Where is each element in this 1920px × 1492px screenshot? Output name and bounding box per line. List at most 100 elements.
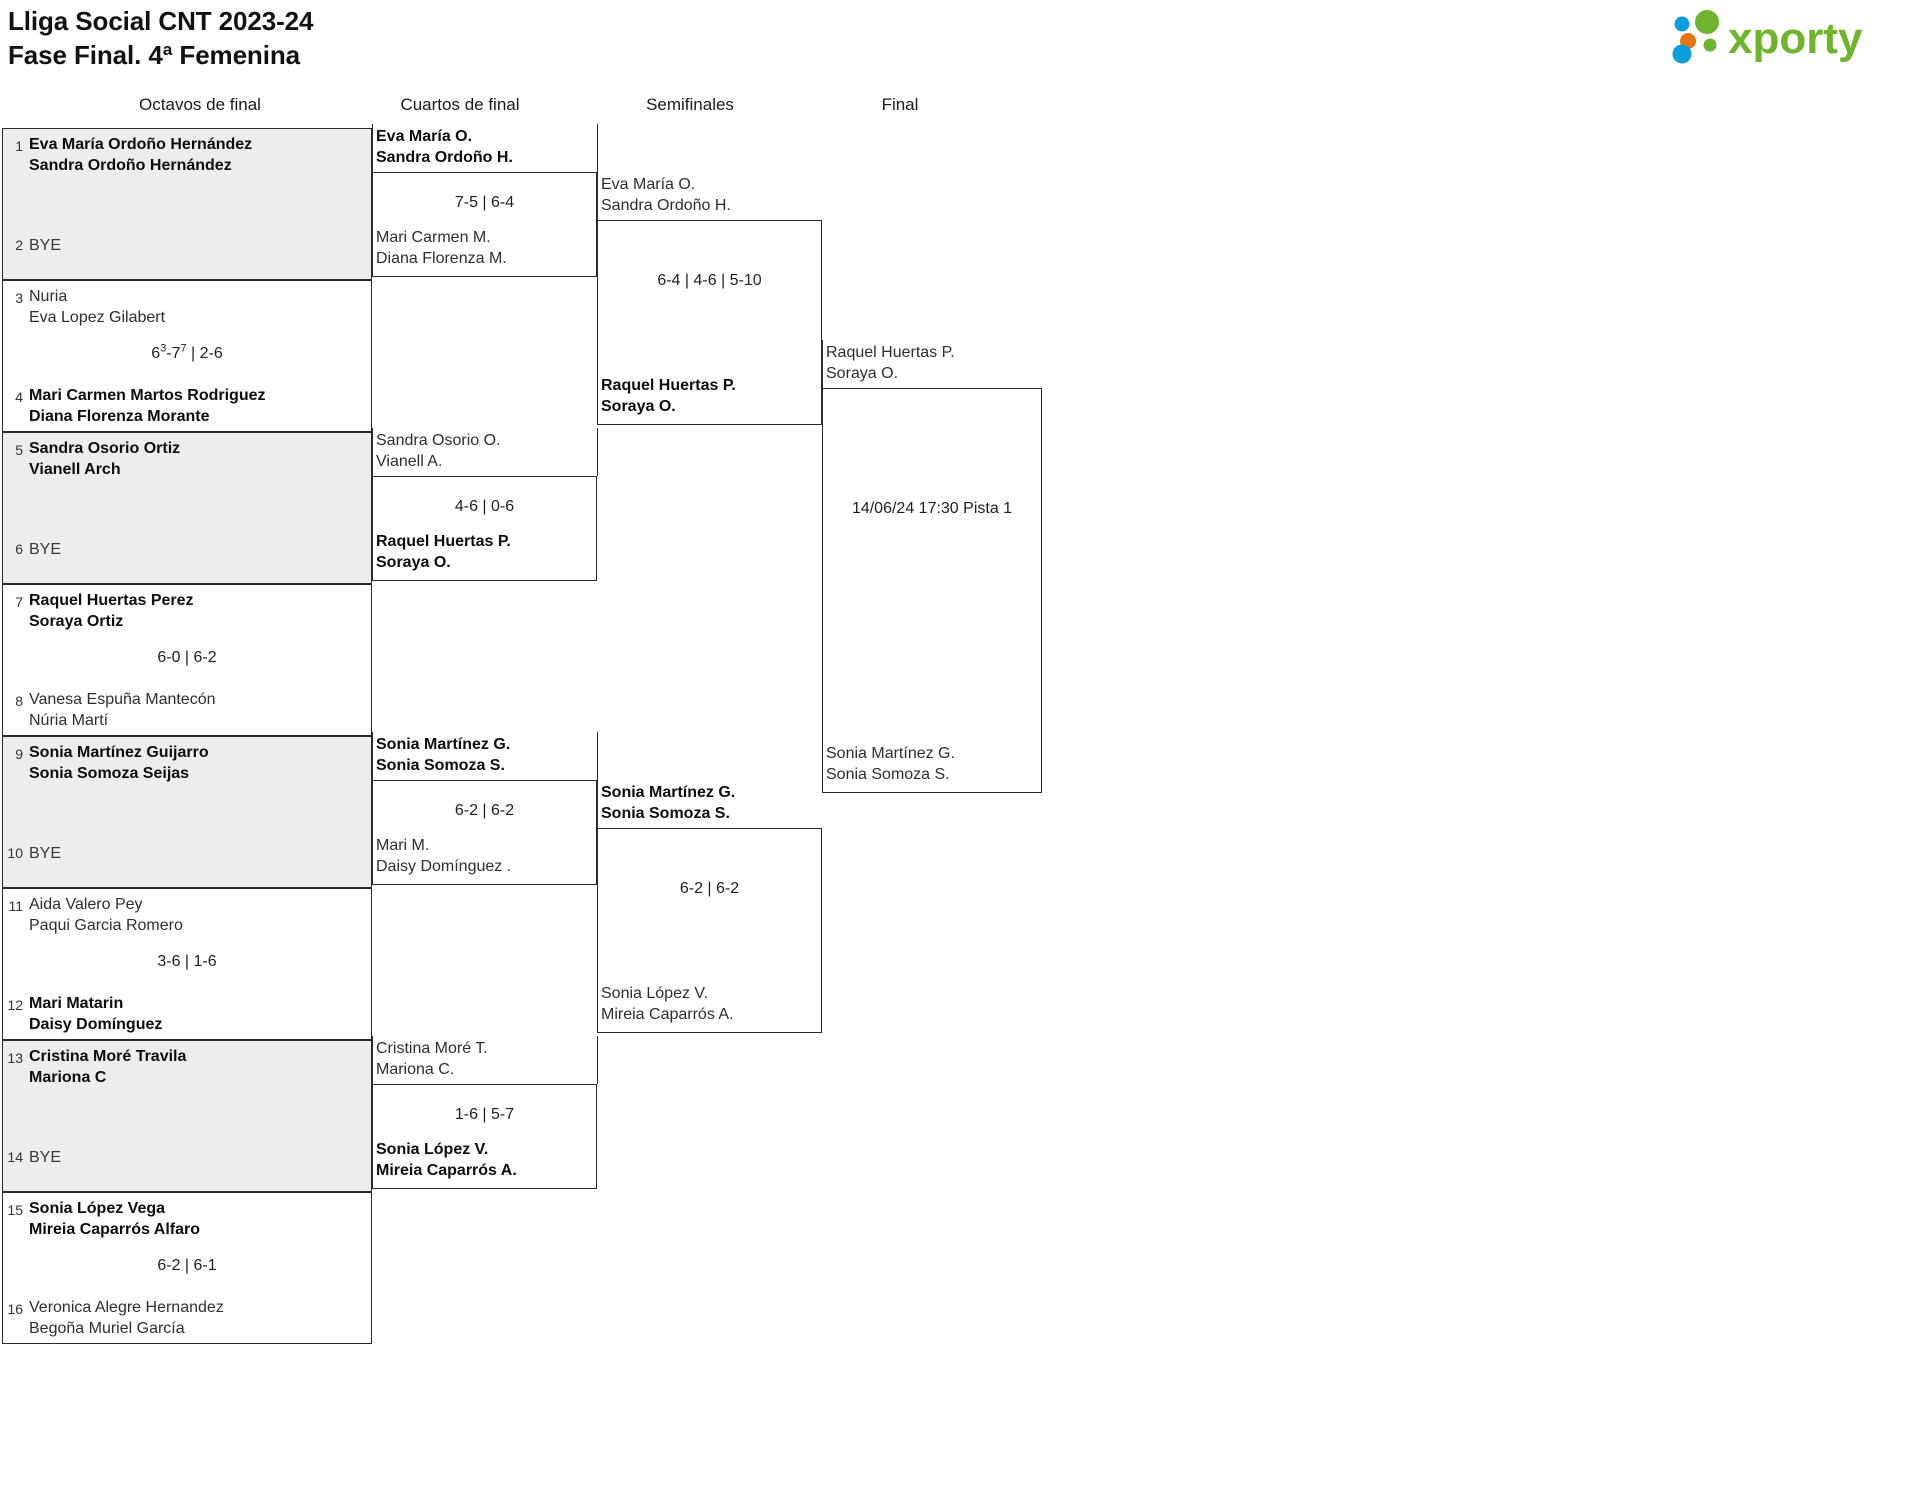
- xporty-logo: xporty: [1666, 8, 1906, 66]
- player-names: Sonia Martínez Guijarro Sonia Somoza Sei…: [29, 744, 209, 783]
- cuartos-match-box[interactable]: [372, 476, 597, 581]
- seed-number: 7: [15, 594, 23, 610]
- r1-slot-bottom[interactable]: 10 BYE: [3, 841, 371, 864]
- cuartos-score: 7-5 | 6-4: [454, 194, 515, 211]
- cuartos-score: 4-6 | 0-6: [454, 498, 515, 515]
- cuartos-top-entry: Cristina Moré T. Mariona C.: [376, 1040, 488, 1079]
- bracket-connector: [597, 428, 598, 476]
- match-score: 3-6 | 1-6: [157, 953, 217, 970]
- r1-match[interactable]: 15 Sonia López Vega Mireia Caparrós Alfar…: [2, 1192, 372, 1344]
- r1-slot-bottom[interactable]: 16 Veronica Alegre Hernandez Begoña Murie…: [3, 1297, 371, 1339]
- r1-slot-top[interactable]: 11 Aida Valero Pey Paqui Garcia Romero: [3, 894, 371, 936]
- bracket-connector: [597, 1036, 598, 1084]
- final-match-box[interactable]: [822, 388, 1042, 793]
- semis-score: 6-4 | 4-6 | 5-10: [657, 272, 762, 289]
- seed-number: 5: [15, 442, 23, 458]
- seed-number: 8: [15, 693, 23, 709]
- r1-slot-bottom[interactable]: 4 Mari Carmen Martos Rodriguez Diana Flor…: [3, 385, 371, 427]
- final-bottom-entry: Sonia Martínez G. Sonia Somoza S.: [826, 745, 955, 784]
- seed-number: 9: [15, 746, 23, 762]
- round-header-cuartos: Cuartos de final: [400, 95, 520, 114]
- r1-match[interactable]: 9 Sonia Martínez Guijarro Sonia Somoza Se…: [2, 736, 372, 888]
- player-names: BYE: [29, 1149, 62, 1166]
- bracket-connector: [372, 428, 373, 476]
- page-title: Lliga Social CNT 2023-24 Fase Final. 4ª …: [8, 6, 314, 71]
- cuartos-bottom-entry: Raquel Huertas P. Soraya O.: [376, 533, 511, 572]
- match-score: 6-2 | 6-1: [157, 1257, 217, 1274]
- bracket-connector: [372, 124, 373, 172]
- player-names: BYE: [29, 845, 62, 862]
- final-score: 14/06/24 17:30 Pista 1: [851, 500, 1013, 517]
- seed-number: 14: [7, 1149, 23, 1165]
- r1-match[interactable]: 11 Aida Valero Pey Paqui Garcia Romero 3-6…: [2, 888, 372, 1040]
- seed-number: 1: [15, 138, 23, 154]
- seed-number: 10: [7, 845, 23, 861]
- semis-match-box[interactable]: [597, 220, 822, 425]
- cuartos-top-entry: Sandra Osorio O. Vianell A.: [376, 432, 501, 471]
- cuartos-bottom-entry: Mari Carmen M. Diana Florenza M.: [376, 229, 507, 268]
- seed-number: 12: [7, 997, 23, 1013]
- seed-number: 15: [7, 1202, 23, 1218]
- cuartos-match-box[interactable]: [372, 172, 597, 277]
- final-top-entry: Raquel Huertas P. Soraya O.: [826, 344, 955, 383]
- r1-match[interactable]: 3 Nuria Eva Lopez Gilabert 63-77 | 2-6 4 Mar…: [2, 280, 372, 432]
- cuartos-score: 1-6 | 5-7: [454, 1106, 515, 1123]
- cuartos-match-box[interactable]: [372, 780, 597, 885]
- logo-wordmark: xporty: [1728, 14, 1863, 63]
- r1-match[interactable]: 7 Raquel Huertas Perez Soraya Ortiz 6-0 | …: [2, 584, 372, 736]
- player-names: Eva María Ordoño Hernández Sandra Ordoño…: [29, 136, 253, 175]
- semis-top-entry: Sonia Martínez G. Sonia Somoza S.: [601, 784, 736, 823]
- seed-number: 4: [15, 389, 23, 405]
- r1-slot-top[interactable]: 15 Sonia López Vega Mireia Caparrós Alfar…: [3, 1198, 371, 1240]
- player-names: Aida Valero Pey Paqui Garcia Romero: [29, 896, 183, 935]
- r1-slot-top[interactable]: 3 Nuria Eva Lopez Gilabert: [3, 286, 371, 328]
- bracket-connector: [372, 732, 373, 780]
- cuartos-score: 6-2 | 6-2: [454, 802, 515, 819]
- bracket-connector: [372, 1036, 373, 1084]
- match-score: 63-77 | 2-6: [151, 342, 223, 362]
- seed-number: 3: [15, 290, 23, 306]
- seed-number: 16: [7, 1301, 23, 1317]
- r1-slot-top[interactable]: 7 Raquel Huertas Perez Soraya Ortiz: [3, 590, 371, 632]
- cuartos-top-entry: Sonia Martínez G. Sonia Somoza S.: [376, 736, 511, 775]
- player-names: Sonia López Vega Mireia Caparrós Alfaro: [29, 1200, 201, 1239]
- r1-slot-top[interactable]: 1 Eva María Ordoño Hernández Sandra Ordoñ…: [3, 134, 371, 176]
- r1-match[interactable]: 1 Eva María Ordoño Hernández Sandra Ordoñ…: [2, 128, 372, 280]
- cuartos-bottom-entry: Mari M. Daisy Domínguez .: [376, 837, 512, 876]
- round-header-final: Final: [881, 95, 919, 114]
- semis-match-box[interactable]: [597, 828, 822, 1033]
- player-names: Nuria Eva Lopez Gilabert: [29, 288, 166, 327]
- seed-number: 13: [7, 1050, 23, 1066]
- cuartos-match-box[interactable]: [372, 1084, 597, 1189]
- player-names: Raquel Huertas Perez Soraya Ortiz: [29, 592, 194, 631]
- cuartos-bottom-entry: Sonia López V. Mireia Caparrós A.: [376, 1141, 517, 1180]
- bracket-connector: [597, 124, 598, 172]
- player-names: Veronica Alegre Hernandez Begoña Muriel …: [29, 1299, 224, 1338]
- player-names: Mari Carmen Martos Rodriguez Diana Flore…: [29, 387, 266, 426]
- bracket-connector: [597, 732, 598, 780]
- r1-slot-top[interactable]: 9 Sonia Martínez Guijarro Sonia Somoza Se…: [3, 742, 371, 784]
- player-names: BYE: [29, 237, 62, 254]
- semis-score: 6-2 | 6-2: [679, 880, 740, 897]
- player-names: Vanesa Espuña Mantecón Núria Martí: [29, 691, 216, 730]
- r1-slot-bottom[interactable]: 8 Vanesa Espuña Mantecón Núria Martí: [3, 689, 371, 731]
- semis-bottom-entry: Sonia López V. Mireia Caparrós A.: [601, 985, 734, 1024]
- bracket-connector: [597, 172, 598, 220]
- cuartos-top-entry: Eva María O. Sandra Ordoño H.: [376, 128, 513, 167]
- match-score: 6-0 | 6-2: [157, 649, 217, 666]
- r1-slot-bottom[interactable]: 2 BYE: [3, 233, 371, 256]
- round-header-semifinales: Semifinales: [646, 95, 734, 114]
- seed-number: 11: [8, 898, 23, 914]
- semis-top-entry: Eva María O. Sandra Ordoño H.: [601, 176, 731, 215]
- r1-slot-bottom[interactable]: 14 BYE: [3, 1145, 371, 1168]
- round-header-octavos: Octavos de final: [139, 95, 261, 114]
- player-names: Sandra Osorio Ortiz Vianell Arch: [29, 440, 181, 479]
- seed-number: 2: [15, 237, 23, 253]
- r1-slot-top[interactable]: 5 Sandra Osorio Ortiz Vianell Arch: [3, 438, 371, 480]
- player-names: BYE: [29, 541, 62, 558]
